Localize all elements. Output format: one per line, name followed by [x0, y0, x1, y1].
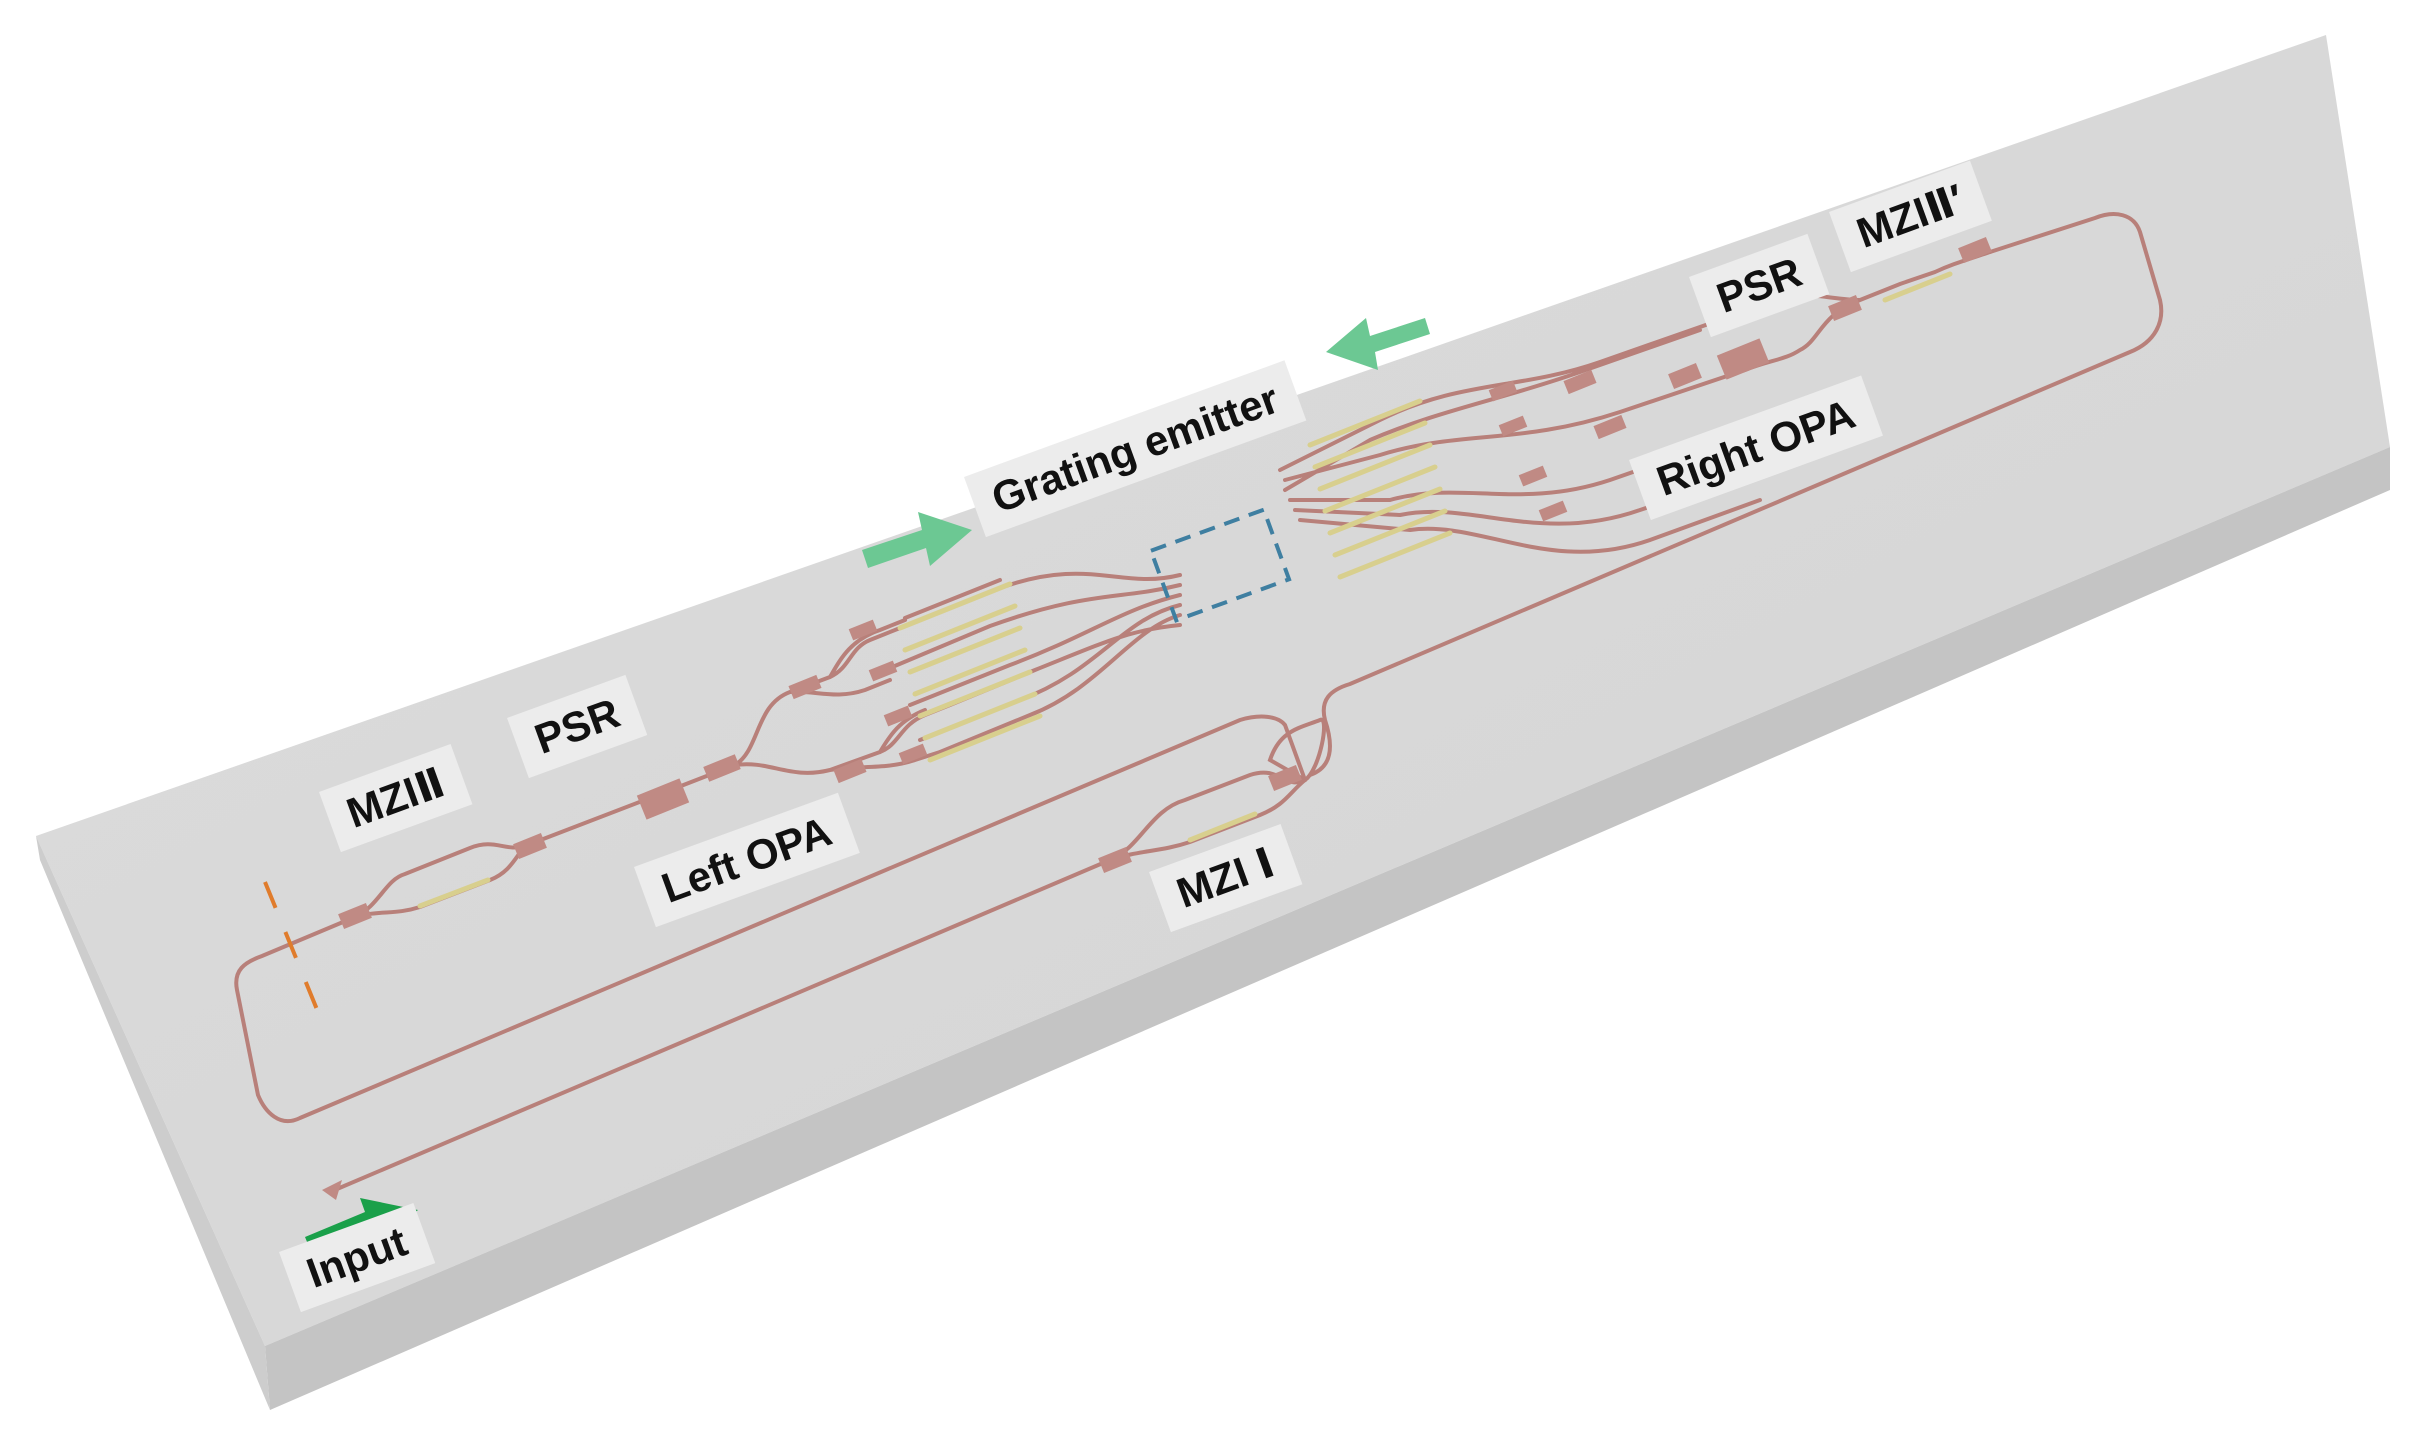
chip-left-face	[36, 836, 270, 1410]
left-opa-heater	[917, 669, 1033, 719]
left-opa-splitter	[898, 743, 928, 765]
mzi2-heater	[417, 877, 491, 909]
mzi2-splitter	[338, 902, 372, 930]
heaters	[417, 271, 1953, 909]
left-opa-splitter	[788, 674, 822, 700]
mzi1-splitter	[1098, 846, 1132, 874]
left-opa-heater	[927, 713, 1043, 763]
right-opa-heater	[1307, 398, 1423, 448]
left-opa-splitter	[848, 619, 878, 641]
right-opa-splitter	[1498, 415, 1528, 437]
input-waveguide	[328, 858, 1112, 1194]
left-opa-fan	[888, 571, 1182, 754]
right-opa-splitter	[1563, 369, 1597, 395]
left-opa-tree	[733, 618, 952, 775]
grating-emitter-box	[1148, 507, 1292, 623]
psr-left-block	[636, 778, 690, 820]
components	[322, 236, 1992, 1200]
chip-substrate	[36, 35, 2390, 1410]
mzi1-combiner	[1268, 764, 1302, 792]
right-opa-fan	[1278, 318, 1762, 554]
mzi2-upper-arm	[353, 842, 527, 919]
psr-right-block	[1716, 338, 1770, 380]
left-opa-heater	[912, 647, 1028, 697]
left-opa-splitter	[868, 660, 898, 682]
left-opa-heater	[907, 625, 1023, 675]
left-emit-arrow	[862, 512, 972, 568]
input-taper	[322, 1180, 342, 1200]
right-opa-splitter	[1668, 362, 1702, 390]
right-opa-heater	[1327, 486, 1443, 536]
left-opa-heater	[922, 691, 1038, 741]
right-opa-splitter	[1488, 380, 1518, 402]
left-opa-splitter	[703, 754, 741, 782]
cut-marker	[263, 881, 320, 1013]
mzi2-prime-heater	[1882, 271, 1953, 303]
right-opa-heater	[1317, 442, 1433, 492]
left-opa-heater	[902, 603, 1018, 653]
right-opa-heater	[1337, 530, 1453, 580]
mzi2-prime-combiner	[1958, 236, 1992, 264]
loop-to-right	[1308, 212, 2164, 777]
left-opa-splitter	[833, 758, 867, 784]
right-opa-splitter	[1593, 414, 1627, 440]
right-opa-splitter	[1518, 465, 1548, 487]
right-opa-splitter	[1538, 500, 1568, 522]
left-opa-splitter	[883, 705, 913, 727]
waveguide-network	[234, 212, 2164, 1194]
right-opa-heater	[1322, 464, 1438, 514]
arrow-left-icon	[1326, 318, 1430, 370]
mzi2-combiner	[513, 832, 547, 860]
mzi2-to-psr	[523, 796, 652, 848]
right-emit-arrow	[1326, 318, 1430, 370]
left-opa-heater	[897, 581, 1013, 631]
chip-top-face	[36, 35, 2390, 1346]
right-opa-heater	[1332, 508, 1448, 558]
mzi1-heater	[1187, 811, 1258, 843]
right-opa-heater	[1312, 420, 1428, 470]
mzi2-prime-splitter	[1828, 294, 1862, 322]
arrow-right-icon	[862, 512, 972, 568]
loop-to-left	[234, 714, 1307, 1124]
mzi1-out-upper	[1267, 717, 1327, 782]
chip-front-face	[265, 447, 2390, 1410]
